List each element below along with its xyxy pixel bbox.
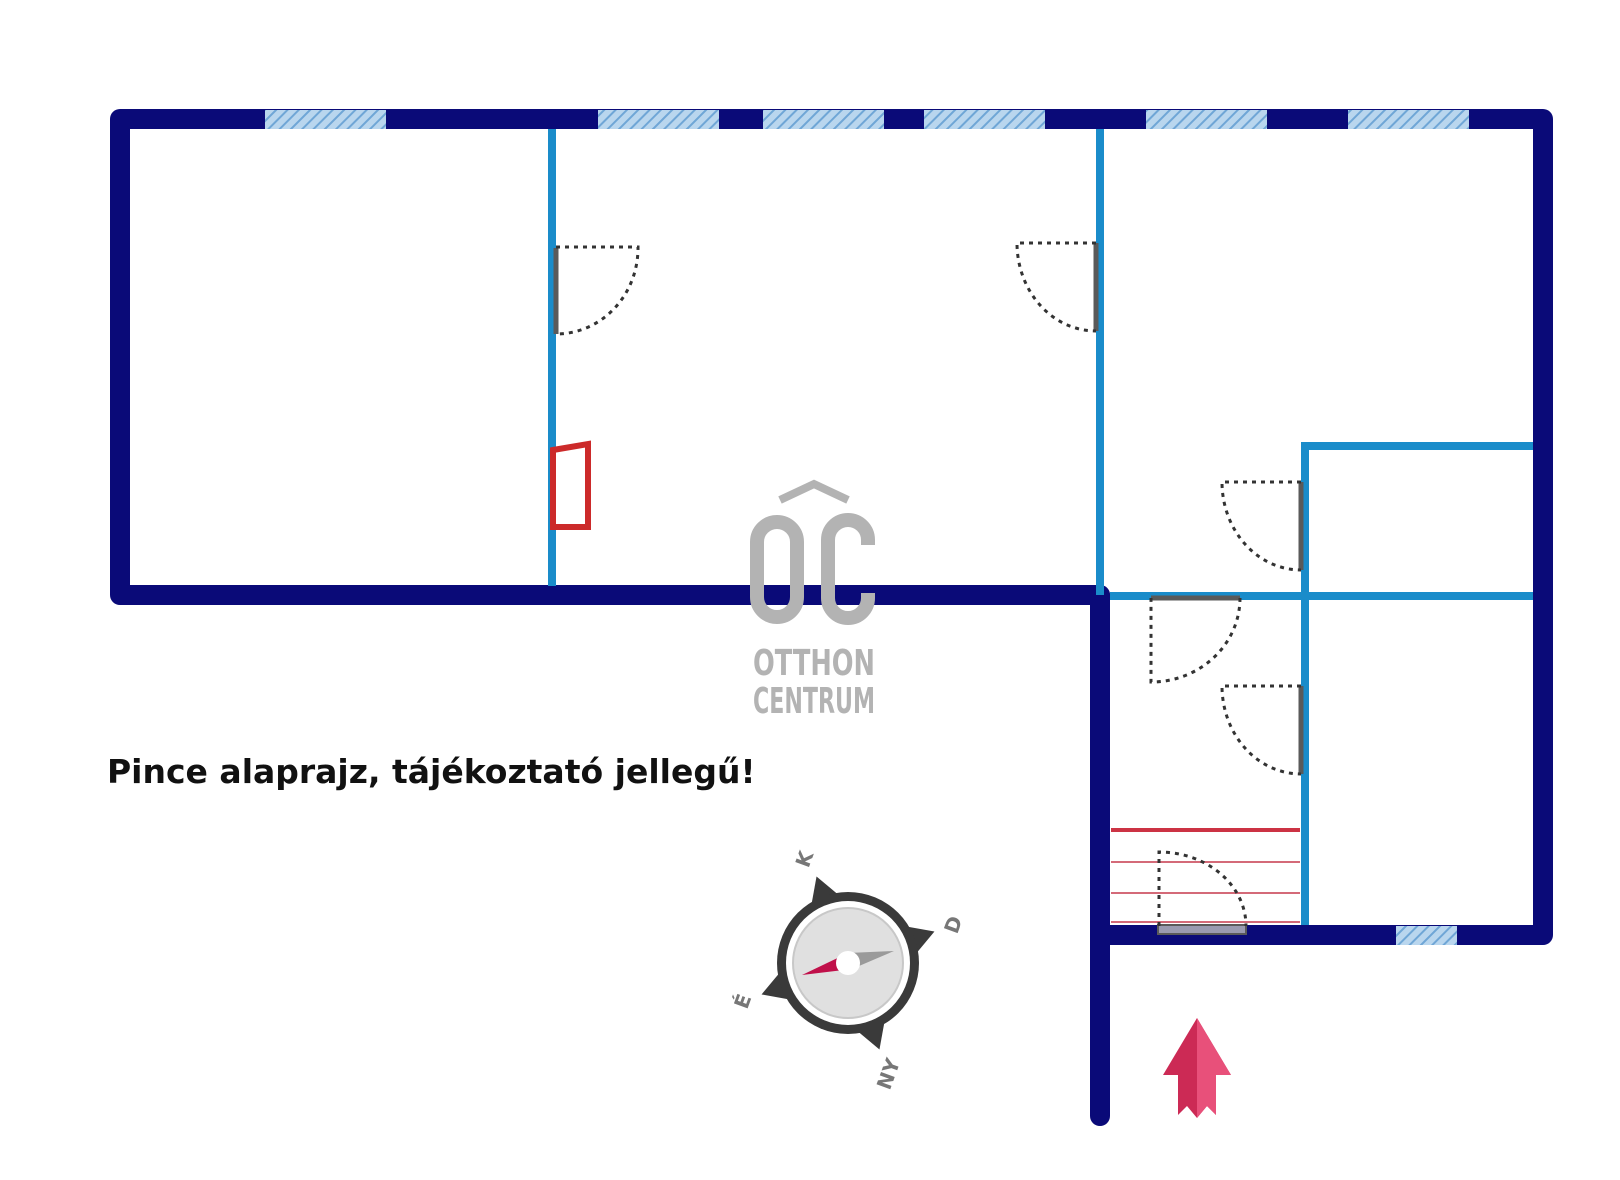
logo-line2: CENTRUM (753, 681, 875, 722)
door-swing-icon (1149, 595, 1242, 684)
compass-label-k: K (791, 846, 819, 870)
window (1348, 110, 1469, 129)
otthon-centrum-logo: OTTHON CENTRUM (750, 479, 875, 722)
window (1146, 110, 1267, 129)
window (598, 110, 719, 129)
window (924, 110, 1045, 129)
compass-label-e: É (729, 991, 756, 1012)
entrance-arrow-icon (1163, 1018, 1231, 1118)
inner-wall-storage-top (1301, 442, 1533, 925)
plan-caption: Pince alaprajz, tájékoztató jellegű! (107, 752, 756, 791)
door-swing-icon (553, 245, 640, 336)
door-swing-icon (1220, 480, 1304, 572)
compass-label-ny: NY (872, 1055, 905, 1093)
logo-roof (778, 479, 850, 504)
logo-letter-o (750, 515, 804, 624)
compass-icon: K D NY É (729, 846, 967, 1093)
windows-top (265, 110, 1469, 129)
stairs-icon (1111, 828, 1300, 923)
doors (553, 241, 1304, 776)
door-swing-icon (1015, 241, 1099, 333)
window (763, 110, 884, 129)
logo-letter-c (821, 513, 875, 625)
window-bottom (1396, 926, 1457, 945)
compass-label-d: D (939, 913, 967, 937)
logo-line1: OTTHON (753, 643, 875, 684)
door-swing-icon (1157, 850, 1248, 935)
chimney-icon (550, 440, 591, 530)
door-swing-icon (1220, 684, 1304, 776)
window (265, 110, 386, 129)
inner-walls (548, 129, 1533, 925)
